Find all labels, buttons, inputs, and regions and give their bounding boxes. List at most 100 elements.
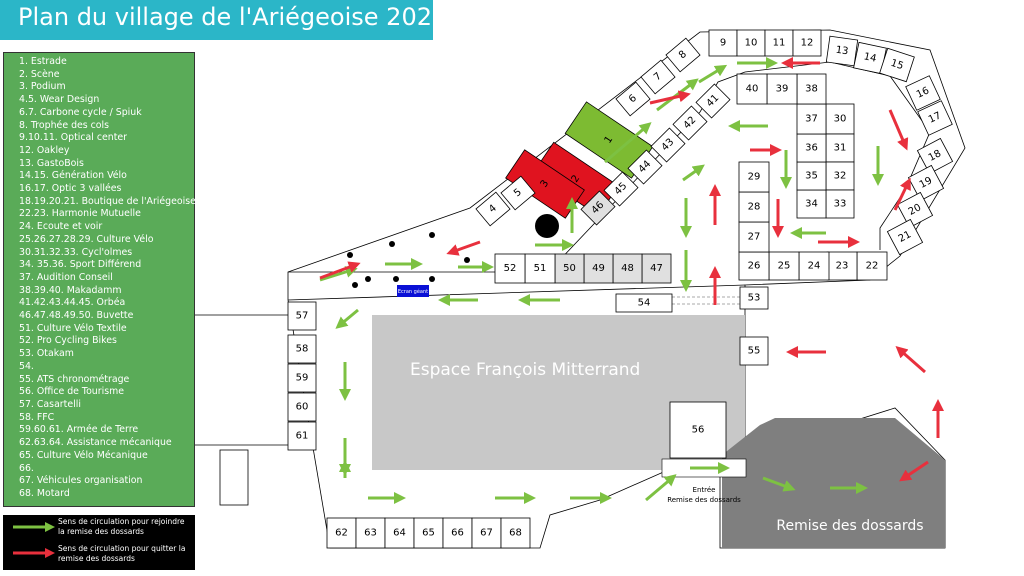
stand-number: 54 [638, 298, 651, 309]
stand-box [796, 161, 827, 191]
legend-item: 41.42.43.44.45. Orbéa [19, 297, 126, 309]
stand-19: 19 [907, 164, 945, 202]
stand-box [856, 251, 888, 281]
legend-item: 22.23. Harmonie Mutuelle [19, 208, 141, 220]
stand-56: 56 [669, 401, 727, 459]
stand-box [907, 164, 945, 202]
stand-number: 48 [621, 263, 634, 274]
legend-item: 24. Ecoute et voir [19, 221, 103, 233]
stand-52: 52 [494, 253, 526, 284]
stand-box [916, 137, 954, 175]
stand-5: 5 [500, 175, 536, 211]
stand-number: 49 [592, 263, 605, 274]
stand-number: 36 [805, 143, 818, 154]
legend-item: 67. Véhicules organisation [19, 475, 143, 487]
stand-number: 11 [773, 38, 786, 49]
red-arrow-label: Sens de circulation pour quitter la remi… [58, 544, 186, 563]
stand-number: 38 [805, 84, 818, 95]
stand-number: 9 [720, 38, 726, 49]
stand-box [494, 253, 526, 284]
stand-39: 39 [766, 73, 798, 105]
stand-box [825, 35, 859, 67]
stand-number: 32 [834, 171, 847, 182]
stand-box [603, 171, 639, 207]
stand-68: 68 [500, 517, 531, 549]
stand-box [287, 392, 317, 422]
bollard [393, 276, 399, 282]
stand-box [796, 133, 827, 163]
stand-number: 33 [834, 199, 847, 210]
stand-number: 40 [746, 84, 759, 95]
stand-6: 6 [615, 81, 651, 117]
stand-number: 68 [509, 528, 522, 539]
legend-item: 34. 35.36. Sport Différend [19, 259, 142, 271]
green-arrow-label: Sens de circulation pour rejoindre la re… [58, 517, 185, 536]
stand-number: 66 [451, 528, 464, 539]
stand-box [287, 334, 317, 364]
bollard [347, 252, 353, 258]
stand-number: 53 [748, 293, 761, 304]
stand-23: 23 [826, 251, 858, 281]
stand-53: 53 [739, 286, 769, 310]
stand-number: 65 [422, 528, 435, 539]
bollard [365, 276, 371, 282]
espace-label: Espace François Mitterrand [410, 360, 640, 380]
stand-48: 48 [612, 253, 643, 284]
stand-31: 31 [825, 133, 855, 163]
stand-11: 11 [764, 29, 794, 57]
stand-box [640, 59, 676, 95]
map-title: Plan du village de l'Ariégeoise 2023 [18, 3, 448, 31]
stand-number: 7 [652, 71, 664, 84]
legend-item: 25.26.27.28.29. Culture Vélo [19, 233, 154, 245]
legend-item: 1. Estrade [19, 56, 67, 67]
stand-number: 34 [805, 199, 818, 210]
legend-item: 51. Culture Vélo Textile [19, 322, 127, 334]
legend-item: 4.5. Wear Design [19, 94, 100, 106]
stand-number: 63 [364, 528, 377, 539]
stand-number: 10 [745, 38, 758, 49]
stand-63: 63 [355, 517, 386, 549]
legend-item: 2. Scène [19, 68, 60, 80]
legend-item: 46.47.48.49.50. Buvette [19, 310, 134, 322]
legend-item: 18.19.20.21. Boutique de l'Ariégeoise [19, 195, 196, 207]
legend-item: 54. [19, 360, 34, 372]
stand-number: 64 [393, 528, 406, 539]
stand-number: 31 [834, 143, 847, 154]
stand-number: 2 [570, 173, 583, 184]
stand-number: 37 [805, 114, 818, 125]
stand-number: 13 [835, 45, 849, 58]
bollard [429, 232, 435, 238]
green-arrow-icon [698, 64, 728, 84]
stand-15: 15 [879, 47, 915, 83]
stand-box [475, 191, 511, 227]
stand-29: 29 [738, 161, 770, 193]
stand-33: 33 [825, 189, 855, 219]
stand-58: 58 [287, 334, 317, 364]
stand-box [792, 29, 822, 57]
stand-number: 52 [504, 263, 517, 274]
red-arrow-icon [446, 240, 481, 256]
red-arrow-icon [893, 177, 911, 211]
stand-box [287, 421, 317, 451]
stand-box [766, 73, 798, 105]
legend-item: 30.31.32.33. Cycl'olmes [19, 246, 133, 258]
stand-number: 60 [296, 402, 309, 413]
stand-box [500, 517, 531, 549]
entrance-label: Entrée [693, 486, 716, 494]
stand-box [708, 29, 738, 57]
stand-number: 19 [918, 175, 934, 191]
stand-59: 59 [287, 363, 317, 393]
road-edge [287, 284, 746, 301]
stand-box [825, 103, 855, 135]
stand-box [287, 363, 317, 393]
stand-24: 24 [798, 251, 830, 281]
legend-item: 65. Culture Vélo Mécanique [19, 449, 148, 461]
stand-number: 26 [748, 261, 761, 272]
stand-box [641, 253, 672, 284]
stand-number: 58 [296, 344, 309, 355]
stand-4: 4 [475, 191, 511, 227]
legend-item: 59.60.61. Armée de Terre [19, 424, 139, 436]
stand-number: 35 [805, 171, 818, 182]
stand-60: 60 [287, 392, 317, 422]
